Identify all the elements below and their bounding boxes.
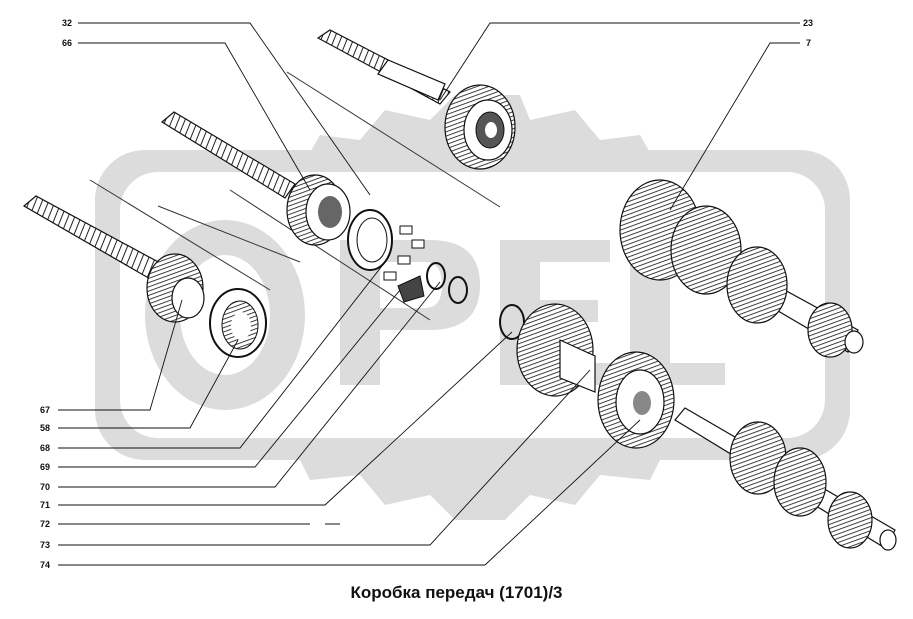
synchro-blocks bbox=[383, 225, 425, 303]
leader-line bbox=[58, 331, 513, 506]
callout-69: 69 bbox=[40, 462, 50, 472]
input-shaft-middle bbox=[160, 111, 468, 304]
shaft-end bbox=[879, 529, 897, 551]
shaft-neck bbox=[377, 59, 446, 101]
synchro-ring-inner bbox=[356, 217, 388, 263]
gear-rim bbox=[827, 491, 873, 549]
callout-32: 32 bbox=[62, 18, 72, 28]
axis-line bbox=[286, 71, 501, 208]
shaft-end bbox=[844, 330, 864, 354]
gear-bore bbox=[633, 391, 651, 415]
callout-58: 58 bbox=[40, 423, 50, 433]
leader-line bbox=[58, 419, 641, 566]
circlip bbox=[448, 276, 468, 304]
leader-line bbox=[78, 42, 311, 191]
leader-line bbox=[78, 22, 371, 196]
leader-line bbox=[58, 289, 401, 468]
axis-line bbox=[157, 205, 301, 263]
input-shaft-top bbox=[316, 29, 516, 170]
callout-23: 23 bbox=[803, 18, 813, 28]
countershaft-upper bbox=[619, 179, 864, 358]
axis-lines bbox=[89, 71, 501, 321]
shaft-body bbox=[160, 111, 296, 199]
callout-70: 70 bbox=[40, 482, 50, 492]
leader-line bbox=[58, 339, 239, 429]
gear-rim bbox=[773, 447, 827, 517]
gear-rim bbox=[670, 205, 742, 295]
callout-68: 68 bbox=[40, 443, 50, 453]
callout-66: 66 bbox=[62, 38, 72, 48]
input-shaft-bottom bbox=[22, 195, 267, 358]
axis-line bbox=[229, 189, 431, 321]
callout-72: 72 bbox=[40, 519, 50, 529]
callout-labels: 32 66 67 58 68 69 70 71 72 73 74 23 7 bbox=[40, 18, 813, 570]
leader-line bbox=[58, 281, 441, 488]
bearing-bore bbox=[485, 122, 497, 138]
leader-line bbox=[58, 369, 591, 546]
synchro-ring bbox=[347, 209, 393, 271]
callout-74: 74 bbox=[40, 560, 50, 570]
leader-lines bbox=[58, 22, 800, 566]
circlip bbox=[426, 262, 446, 290]
axis-line bbox=[89, 179, 271, 291]
bearing-race bbox=[318, 196, 342, 228]
leader-line bbox=[669, 42, 800, 211]
countershaft-lower bbox=[674, 407, 897, 551]
callout-73: 73 bbox=[40, 540, 50, 550]
leader-line bbox=[58, 299, 183, 411]
callout-71: 71 bbox=[40, 500, 50, 510]
callout-67: 67 bbox=[40, 405, 50, 415]
middle-gears bbox=[499, 303, 675, 449]
gear-hub bbox=[559, 339, 596, 393]
gear-small bbox=[171, 277, 205, 319]
gear-rim bbox=[807, 302, 853, 358]
callout-7: 7 bbox=[806, 38, 811, 48]
leader-line bbox=[58, 261, 386, 449]
synchro-ring-bore bbox=[231, 312, 251, 340]
leader-line bbox=[439, 22, 800, 101]
circlip bbox=[499, 304, 525, 340]
diagram-caption: Коробка передач (1701)/3 bbox=[350, 583, 563, 602]
gear-rim bbox=[726, 246, 788, 324]
